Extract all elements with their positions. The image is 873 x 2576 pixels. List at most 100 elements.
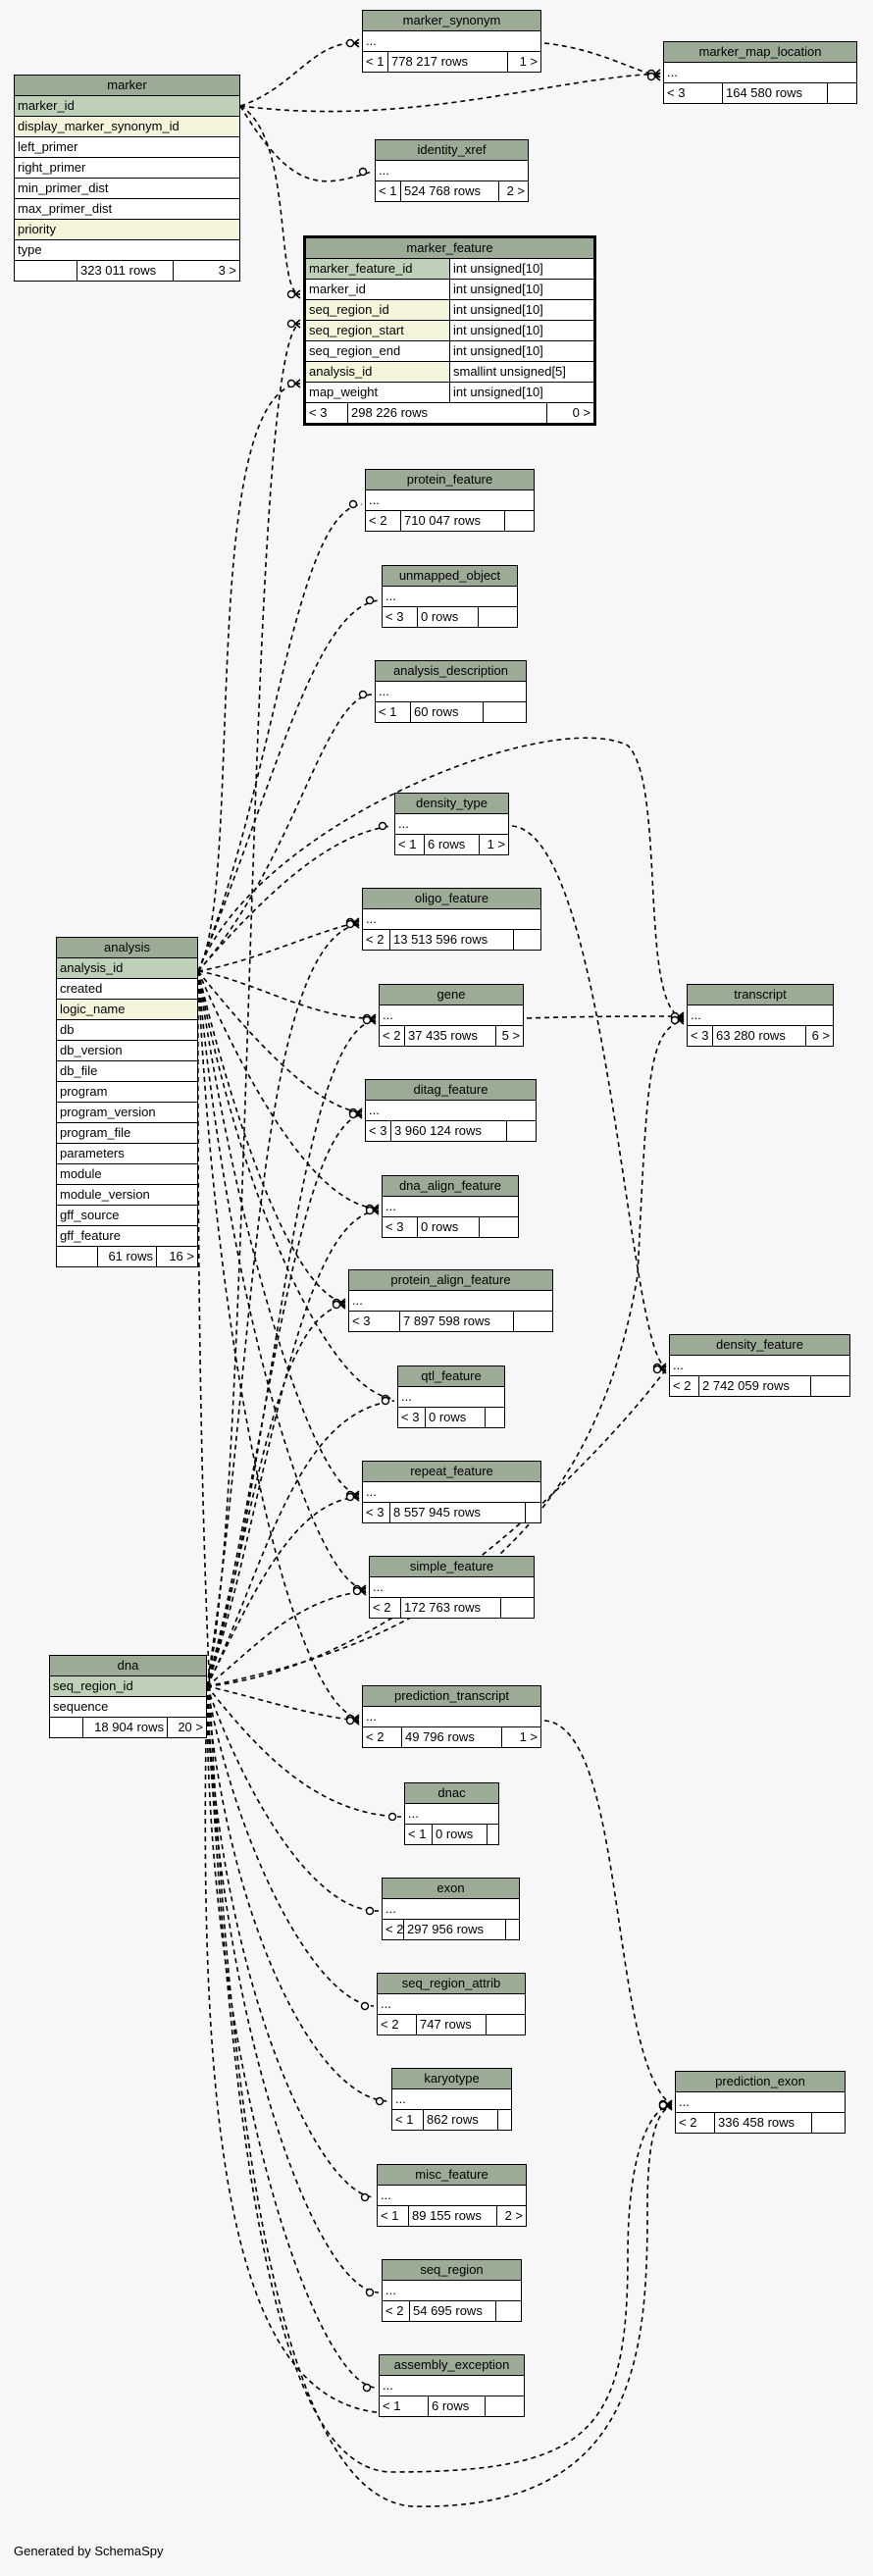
table-header[interactable]: oligo_feature (362, 888, 541, 909)
column-right-primer[interactable]: right_primer (14, 157, 240, 179)
table-header[interactable]: dna (49, 1655, 207, 1676)
crowfoot-marker (294, 379, 301, 388)
table-header[interactable]: prediction_transcript (362, 1685, 541, 1707)
table-header[interactable]: dnac (404, 1782, 499, 1804)
column-row: ... (382, 1196, 519, 1217)
column-analysis-id[interactable]: analysis_id (304, 361, 450, 383)
column-marker-feature-id[interactable]: marker_feature_id (304, 258, 450, 280)
table-header[interactable]: repeat_feature (362, 1461, 541, 1482)
column-marker-id[interactable]: marker_id (14, 95, 240, 117)
table-header[interactable]: transcript (687, 984, 834, 1005)
table-header[interactable]: protein_feature (365, 469, 535, 490)
edge-dna-oligo-feature (206, 919, 360, 1687)
table-header[interactable]: protein_align_feature (348, 1269, 553, 1291)
column-seq-region-id[interactable]: seq_region_id (49, 1675, 207, 1697)
column-priority[interactable]: priority (14, 219, 240, 240)
column-seq-region-id[interactable]: seq_region_id (304, 299, 450, 321)
table-header[interactable]: unmapped_object (382, 565, 518, 587)
table-header[interactable]: marker_feature (304, 236, 595, 259)
table-header[interactable]: identity_xref (375, 139, 529, 161)
table-header[interactable]: marker_map_location (663, 41, 857, 63)
table-header[interactable]: misc_feature (377, 2164, 527, 2186)
column-marker-id[interactable]: marker_id (304, 279, 450, 300)
table-header[interactable]: qtl_feature (397, 1365, 505, 1387)
column-seq-region-end[interactable]: seq_region_end (304, 340, 450, 362)
column-program-version[interactable]: program_version (56, 1102, 198, 1123)
column-db[interactable]: db (56, 1019, 198, 1041)
column-db-file[interactable]: db_file (56, 1060, 198, 1082)
table-header[interactable]: ditag_feature (365, 1079, 537, 1101)
row-count: 8 557 945 rows (389, 1502, 526, 1523)
column-db-version[interactable]: db_version (56, 1040, 198, 1061)
table-marker[interactable]: marker marker_id display_marker_synonym_… (14, 75, 241, 282)
table-header[interactable]: exon (382, 1878, 520, 1899)
table-header[interactable]: analysis_description (375, 660, 527, 682)
column-row: ... (394, 813, 509, 835)
table-analysis[interactable]: analysis analysis_id created logic_name … (56, 937, 199, 1267)
column-created[interactable]: created (56, 978, 198, 1000)
optional-marker (332, 1300, 341, 1310)
edge-dna-qtl-feature (206, 1396, 395, 1687)
column-map-weight[interactable]: map_weight (304, 382, 450, 403)
table-header[interactable]: seq_region_attrib (377, 1973, 526, 1994)
column-program-file[interactable]: program_file (56, 1122, 198, 1144)
column-seq-region-start[interactable]: seq_region_start (304, 320, 450, 341)
column-module[interactable]: module (56, 1163, 198, 1185)
table-header[interactable]: assembly_exception (379, 2354, 525, 2376)
column-sequence[interactable]: sequence (49, 1696, 207, 1718)
column-module-version[interactable]: module_version (56, 1184, 198, 1206)
column-gff-feature[interactable]: gff_feature (56, 1225, 198, 1247)
column-type[interactable]: type (14, 239, 240, 261)
table-header[interactable]: dna_align_feature (382, 1175, 519, 1197)
column-logic-name[interactable]: logic_name (56, 999, 198, 1020)
column-row: ... (663, 62, 857, 83)
table-header[interactable]: gene (379, 984, 524, 1005)
table-header[interactable]: density_feature (669, 1334, 850, 1356)
column-parameters[interactable]: parameters (56, 1143, 198, 1164)
table-header[interactable]: marker (14, 75, 240, 96)
table-header[interactable]: simple_feature (369, 1556, 535, 1577)
column-display-marker-synonym-id[interactable]: display_marker_synonym_id (14, 116, 240, 137)
column-analysis-id[interactable]: analysis_id (56, 957, 198, 979)
column-max-primer-dist[interactable]: max_primer_dist (14, 198, 240, 220)
parents-count: < 1 (362, 51, 388, 73)
table-header[interactable]: prediction_exon (675, 2071, 846, 2092)
table-header[interactable]: density_type (394, 793, 509, 814)
column-left-primer[interactable]: left_primer (14, 136, 240, 158)
column-program[interactable]: program (56, 1081, 198, 1103)
table-header[interactable]: analysis (56, 937, 198, 958)
column-gff-source[interactable]: gff_source (56, 1205, 198, 1226)
table-header[interactable]: marker_synonym (362, 10, 541, 31)
table-header[interactable]: seq_region (382, 2259, 522, 2281)
column-min-primer-dist[interactable]: min_primer_dist (14, 178, 240, 199)
table-header[interactable]: karyotype (391, 2068, 512, 2089)
